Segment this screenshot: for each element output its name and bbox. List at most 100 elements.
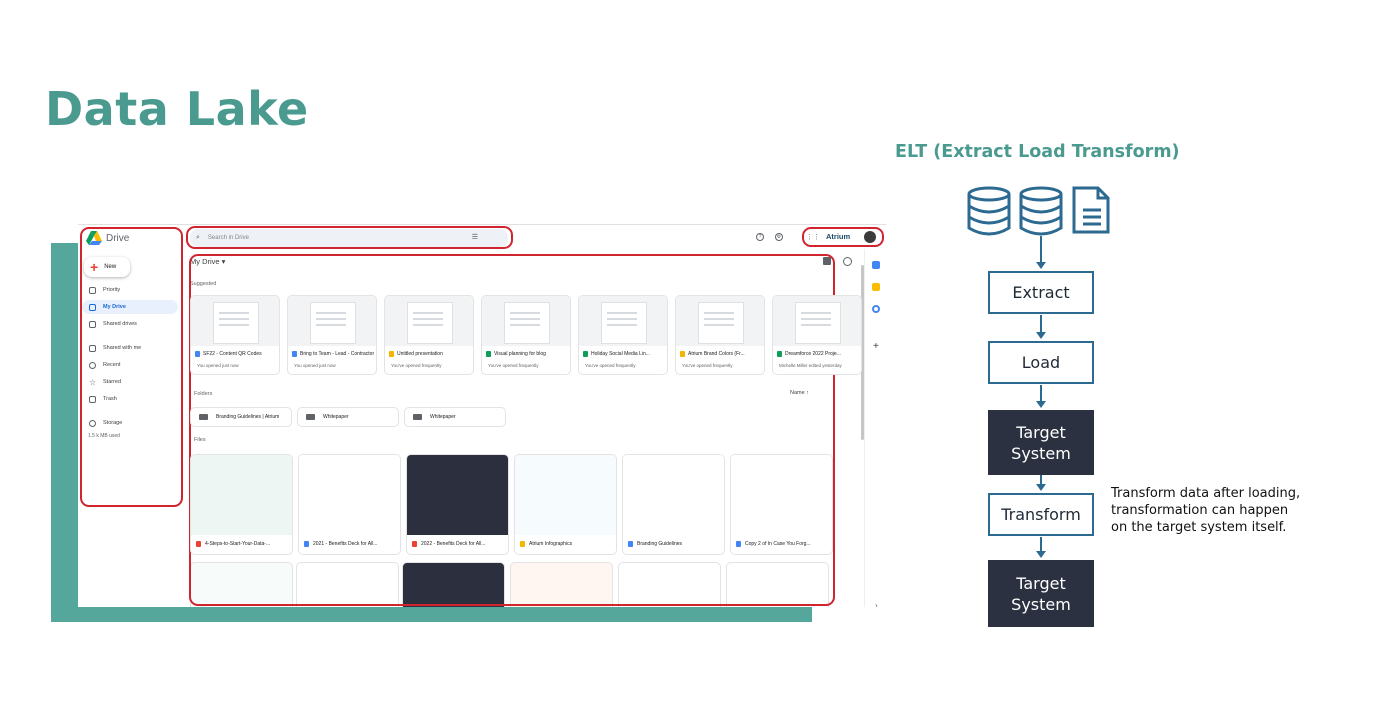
- settings-icon[interactable]: ⚙: [775, 233, 783, 241]
- shared-drives-icon: [89, 320, 96, 328]
- nav-item-storage[interactable]: Storage: [82, 416, 178, 430]
- file-name: 2021 - Benefits Deck for All...: [304, 541, 399, 547]
- file-name-text: Dreamforce 2022 Proje...: [785, 351, 841, 357]
- search-bar[interactable]: ⌕ Search in Drive ☰: [190, 229, 508, 247]
- new-button[interactable]: + New: [84, 257, 130, 277]
- file-name-text: 4-Steps-to-Start-Your-Data-...: [205, 541, 271, 547]
- file-type-icon: [389, 351, 394, 357]
- folder-icon: [199, 414, 208, 420]
- document-preview: [698, 302, 744, 344]
- drive-logo[interactable]: Drive: [86, 231, 129, 245]
- file-card[interactable]: [618, 562, 721, 607]
- nav-item-shared-with-me[interactable]: Shared with me: [82, 341, 178, 355]
- brand-logo: Atrium: [826, 232, 851, 241]
- side-panel: + ›: [864, 249, 886, 607]
- nav-item-label: Storage: [103, 420, 123, 426]
- info-icon[interactable]: [843, 257, 852, 266]
- scrollbar[interactable]: [861, 265, 864, 440]
- tasks-icon[interactable]: [872, 305, 880, 313]
- file-name-text: Visual planning for blog: [494, 351, 546, 357]
- database-icon: [1019, 186, 1063, 236]
- arrow-down-icon: [1036, 262, 1046, 269]
- file-activity: You've opened frequently: [488, 363, 539, 368]
- suggested-label: Suggested: [190, 281, 217, 287]
- drive-logo-text: Drive: [106, 232, 130, 244]
- nav-item-my-drive[interactable]: My Drive: [82, 300, 178, 314]
- drive-screenshot: Drive + New Priority My Drive Shared dri…: [78, 224, 886, 607]
- nav-item-label: Shared with me: [103, 345, 142, 351]
- preview-line: [413, 324, 443, 326]
- nav-item-label: Trash: [103, 396, 117, 402]
- nav-item-label: Priority: [103, 287, 121, 293]
- apps-grid-icon[interactable]: ⋮⋮: [806, 234, 820, 241]
- suggested-file-card[interactable]: Atrium Brand Colors (Fr...You've opened …: [675, 295, 765, 375]
- keep-icon[interactable]: [872, 283, 880, 291]
- nav-item-priority[interactable]: Priority: [82, 283, 178, 297]
- folder-item[interactable]: Whitepaper: [297, 407, 399, 427]
- file-card[interactable]: Copy 2 of In Case You Forg...: [730, 454, 833, 555]
- calendar-icon[interactable]: [872, 261, 880, 269]
- file-name: Untitled presentation: [389, 351, 473, 357]
- preview-line: [219, 324, 249, 326]
- arrow-down-icon: [1036, 401, 1046, 408]
- preview-line: [510, 324, 540, 326]
- star-icon: ☆: [89, 377, 97, 387]
- nav-item-trash[interactable]: Trash: [82, 392, 178, 406]
- file-name: Visual planning for blog: [486, 351, 570, 357]
- document-preview: [310, 302, 356, 344]
- file-type-icon: [777, 351, 782, 357]
- page-title[interactable]: My Drive ▾: [190, 257, 226, 266]
- file-name-text: Branding Guidelines: [637, 541, 683, 547]
- help-icon[interactable]: ?: [756, 233, 764, 241]
- file-card[interactable]: [190, 562, 293, 607]
- step-transform: Transform: [988, 493, 1094, 536]
- chevron-right-icon[interactable]: ›: [875, 601, 878, 607]
- nav-item-label: Shared drives: [103, 321, 137, 327]
- file-name: 2022 - Benefits Deck for All...: [412, 541, 507, 547]
- file-activity: You opened just now: [197, 363, 239, 368]
- nav-item-label: My Drive: [103, 304, 126, 310]
- preview-line: [801, 318, 831, 320]
- file-card[interactable]: 2022 - Benefits Deck for All...: [406, 454, 509, 555]
- file-type-icon: [628, 541, 633, 547]
- preview-line: [316, 324, 346, 326]
- add-addon-icon[interactable]: +: [873, 341, 879, 352]
- document-icon: [1072, 186, 1110, 234]
- suggested-file-card[interactable]: Dreamforce 2022 Proje... Michelle Miller …: [772, 295, 862, 375]
- files-label: Files: [194, 437, 206, 443]
- transform-note: Transform data after loading, transforma…: [1111, 486, 1301, 535]
- connector-line: [1040, 236, 1042, 263]
- file-card[interactable]: [402, 562, 505, 607]
- avatar[interactable]: [864, 231, 876, 243]
- folder-item[interactable]: Whitepaper: [404, 407, 506, 427]
- file-card[interactable]: [510, 562, 613, 607]
- nav-item-label: Starred: [103, 379, 122, 385]
- folder-item[interactable]: Branding Guidelines | Atrium: [190, 407, 292, 427]
- grid-view-icon[interactable]: [823, 257, 831, 265]
- nav-item-shared-drives[interactable]: Shared drives: [82, 317, 178, 331]
- file-type-icon: [583, 351, 588, 357]
- nav-item-starred[interactable]: ☆ Starred: [82, 375, 178, 389]
- search-options-icon[interactable]: ☰: [471, 234, 478, 241]
- suggested-file-card[interactable]: Holiday Social Media Lin...You've opened…: [578, 295, 668, 375]
- file-activity: Michelle Miller edited yesterday: [779, 363, 842, 368]
- new-button-label: New: [104, 264, 117, 270]
- file-card[interactable]: 2021 - Benefits Deck for All...: [298, 454, 401, 555]
- folders-label: Folders: [194, 391, 213, 397]
- file-card[interactable]: [726, 562, 829, 607]
- database-icon: [967, 186, 1011, 236]
- file-card[interactable]: Branding Guidelines: [622, 454, 725, 555]
- file-card[interactable]: [296, 562, 399, 607]
- file-thumbnail: [385, 296, 473, 346]
- nav-item-recent[interactable]: Recent: [82, 358, 178, 372]
- file-card[interactable]: 4-Steps-to-Start-Your-Data-...: [190, 454, 293, 555]
- file-card[interactable]: Atrium Infographics: [514, 454, 617, 555]
- connector-line: [1040, 385, 1042, 402]
- sort-by-name-button[interactable]: Name ↑: [790, 390, 809, 396]
- file-type-icon: [196, 541, 201, 547]
- document-preview: [504, 302, 550, 344]
